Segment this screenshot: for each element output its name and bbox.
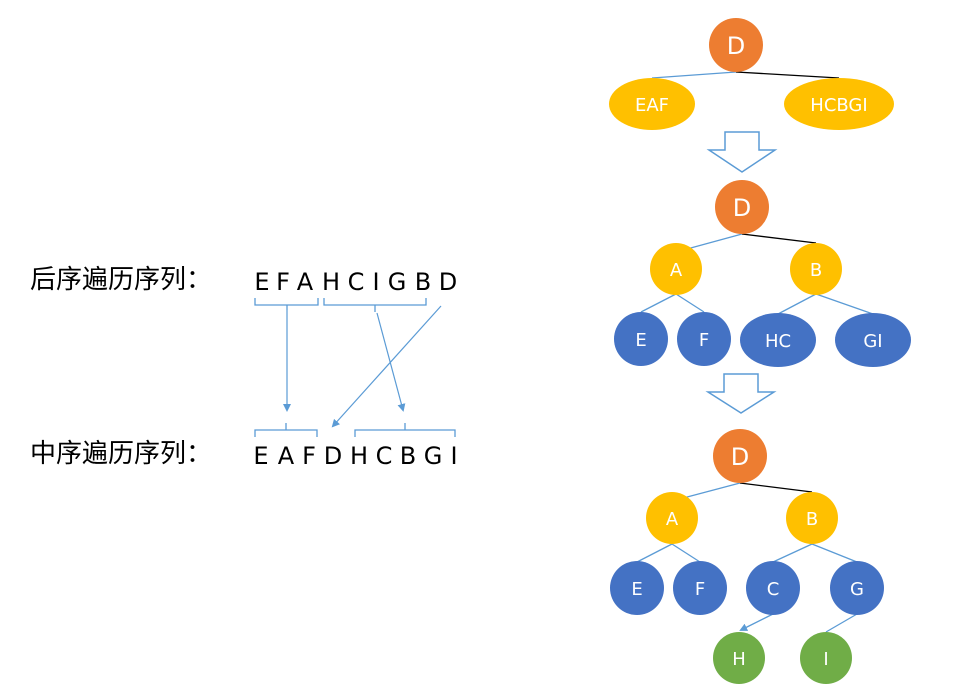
stage-1-tree: D EAF HCBGI (609, 18, 894, 130)
sequence-letter: A (278, 442, 295, 470)
tree-edge (741, 233, 817, 244)
tree-node-subtree (784, 78, 894, 130)
sequence-mapping (254, 298, 456, 437)
tree-node-child (646, 492, 698, 544)
inorder-brace-left-group (254, 423, 318, 437)
arrow-root (331, 305, 442, 428)
inorder-brace-right-group (354, 423, 456, 437)
tree-edge (739, 482, 813, 493)
sequence-letter: C (348, 268, 365, 296)
tree-node-label: A (670, 260, 683, 281)
tree-node-label: HCBGI (810, 95, 867, 116)
tree-edge (640, 293, 677, 313)
stage-3-tree: D A B E F C G H I (610, 429, 884, 684)
tree-node-label: D (733, 194, 751, 222)
sequence-letter: D (439, 268, 457, 296)
sequence-letter: B (415, 268, 431, 296)
tree-node-leaf (713, 632, 765, 684)
sequence-letter: E (254, 268, 269, 296)
tree-node-root (709, 18, 763, 72)
sequence-letter: I (450, 442, 457, 470)
tree-edge (772, 543, 813, 563)
tree-node-grandchild (673, 561, 727, 615)
tree-node-label: G (850, 579, 864, 600)
tree-node-label: D (731, 443, 749, 471)
tree-node-label: B (810, 260, 822, 281)
tree-edge (811, 543, 858, 563)
tree-node-grandchild (677, 312, 731, 366)
postorder-brace-left-group (254, 298, 319, 310)
tree-node-label: C (767, 579, 780, 600)
tree-edge (825, 613, 858, 633)
tree-node-child (790, 243, 842, 295)
tree-node-label: H (732, 649, 746, 670)
tree-node-leaf (800, 632, 852, 684)
tree-node-grandchild (740, 313, 816, 367)
tree-node-label: F (699, 330, 709, 351)
sequence-letter: B (400, 442, 416, 470)
inorder-sequence: E A F D H C B G I (253, 442, 457, 470)
sequence-letter: I (372, 268, 379, 296)
tree-node-root (713, 429, 767, 483)
transition-arrow-icon (705, 373, 777, 414)
tree-edge (777, 293, 817, 315)
sequence-letter: A (297, 268, 314, 296)
tree-node-grandchild (835, 313, 911, 367)
sequence-letter: H (322, 268, 340, 296)
sequence-letter: C (376, 442, 393, 470)
tree-node-label: B (806, 509, 818, 530)
tree-node-label: D (727, 32, 745, 60)
tree-node-label: E (631, 579, 642, 600)
sequence-letter: H (350, 442, 368, 470)
inorder-label: 中序遍历序列： (30, 439, 213, 469)
tree-node-grandchild (614, 312, 668, 366)
tree-node-grandchild (610, 561, 664, 615)
tree-node-label: EAF (635, 95, 669, 116)
tree-node-label: E (635, 330, 646, 351)
tree-node-grandchild (830, 561, 884, 615)
tree-edge (636, 543, 673, 563)
tree-node-subtree (609, 78, 695, 130)
stage-2-tree: D A B E F HC GI (614, 180, 911, 367)
tree-edge (735, 71, 840, 79)
tree-edge (815, 293, 874, 315)
tree-edge (675, 293, 705, 313)
tree-node-child (650, 243, 702, 295)
tree-node-child (786, 492, 838, 544)
tree-node-label: HC (765, 331, 791, 352)
tree-edge (651, 71, 737, 79)
tree-node-label: F (695, 579, 705, 600)
tree-node-label: A (666, 509, 679, 530)
tree-node-label: GI (863, 331, 882, 352)
sequence-letter: F (302, 442, 316, 470)
postorder-brace-right-group (323, 298, 427, 312)
tree-edge (671, 543, 701, 563)
sequence-letter: D (324, 442, 342, 470)
tree-node-grandchild (746, 561, 800, 615)
postorder-label: 后序遍历序列： (30, 265, 213, 295)
tree-node-label: I (823, 649, 828, 670)
tree-edge (739, 613, 774, 631)
sequence-letter: E (253, 442, 268, 470)
transition-arrow-icon (706, 131, 778, 173)
tree-node-root (715, 180, 769, 234)
sequence-letter: G (388, 268, 407, 296)
sequence-letter: G (424, 442, 443, 470)
arrow-right-subtree (376, 312, 406, 412)
postorder-sequence: E F A H C I G B D (254, 268, 457, 296)
sequence-letter: F (276, 268, 290, 296)
